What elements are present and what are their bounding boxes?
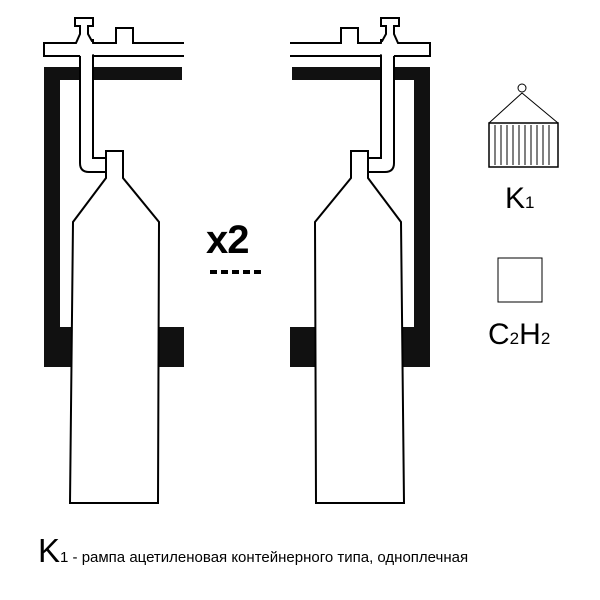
cylinder-assembly-right [289, 17, 431, 504]
caption-text: - рампа ацетиленовая контейнерного типа,… [68, 549, 469, 566]
c-subscript: 2 [509, 329, 520, 348]
cylinder-assembly-left [43, 17, 185, 504]
k1-subscript: 1 [525, 193, 535, 212]
multiplier-label: x2 [206, 218, 249, 262]
caption-subscript: 1 [60, 549, 69, 566]
caption-symbol: K [38, 532, 61, 569]
c2h2-label: C2H2 [488, 318, 550, 352]
h-symbol: H [519, 318, 541, 351]
c-symbol: C [488, 318, 510, 351]
k1-label: K1 [505, 182, 534, 216]
multiplier-dots [210, 270, 264, 274]
container-ramp-icon [488, 83, 559, 168]
h-subscript: 2 [540, 329, 551, 348]
caption: K1 - рампа ацетиленовая контейнерного ти… [38, 532, 468, 570]
k1-symbol: K [505, 182, 526, 215]
gas-square [497, 257, 543, 303]
